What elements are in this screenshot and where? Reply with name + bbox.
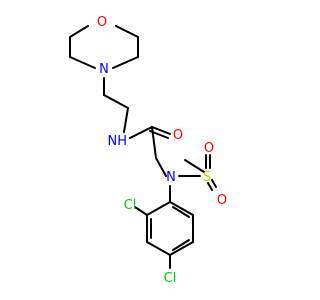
atom-label-layer: O N NH O N S O O Cl Cl (97, 15, 227, 286)
bond-morph-3 (69, 56, 96, 69)
bond-ring-3 (146, 241, 171, 256)
bond-ring-1 (146, 201, 171, 216)
sulfonamide-nitrogen-label: N (166, 170, 176, 185)
chlorine-para-label: Cl (164, 271, 177, 286)
bond-ch2-n (155, 157, 167, 177)
bond-linker-2 (103, 94, 129, 109)
bond-s-o-bottom-1 (207, 182, 213, 191)
bond-morph-6 (115, 25, 139, 38)
bond-ring-6 (169, 201, 194, 216)
sulfonyl-oxygen-bottom-label: O (217, 193, 227, 208)
bond-linker-3 (123, 107, 129, 133)
chlorine-ortho-label: Cl (124, 198, 137, 213)
sulfur-label: S (203, 170, 211, 185)
bond-carbonyl-ch2 (151, 126, 157, 159)
morpholine-oxygen-label: O (97, 15, 107, 30)
bond-carbonyl-o-1 (151, 126, 171, 135)
bond-s-methyl (184, 159, 205, 173)
bond-morph-1 (69, 25, 89, 38)
amide-nh-label: NH (108, 134, 128, 149)
carbonyl-oxygen-label: O (173, 128, 183, 143)
bond-layer (69, 25, 217, 269)
bond-morph-4 (112, 56, 139, 69)
background (0, 0, 300, 300)
sulfonyl-oxygen-top-label: O (204, 141, 214, 156)
structure-canvas: O N NH O N S O O Cl Cl (0, 0, 300, 300)
bond-nh-carbonyl (129, 126, 153, 139)
bond-cl-ortho (134, 206, 148, 216)
bond-s-o-bottom-2 (211, 179, 217, 188)
bond-ring-inner-3 (172, 206, 190, 218)
morpholine-nitrogen-label: N (99, 62, 109, 77)
molecule-diagram: O N NH O N S O O Cl Cl (0, 0, 300, 300)
bond-ring-4 (169, 241, 194, 256)
bond-ring-inner-2 (172, 239, 190, 251)
